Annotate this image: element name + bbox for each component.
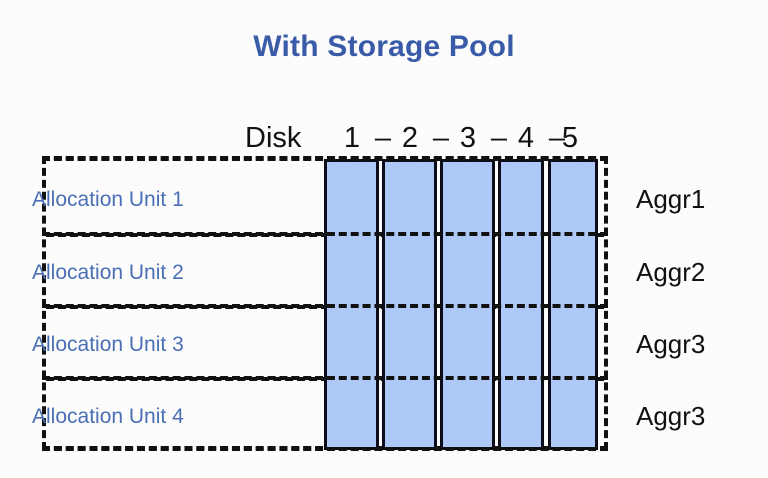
disk-separator-2: –: [432, 122, 450, 154]
aggregate-label-3: Aggr3: [636, 329, 706, 359]
aggregate-label-2: Aggr2: [636, 257, 706, 287]
disk-number-2: 2: [401, 122, 419, 154]
disk-separator-1: –: [374, 122, 392, 154]
disk-header-row: Disk 1 – 2 – 3 – 4 – 5: [0, 122, 768, 158]
disk-number-4: 4: [517, 122, 535, 154]
pool-top-border-overlay: [42, 157, 608, 161]
disk-number-3: 3: [459, 122, 477, 154]
disk-number-5: 5: [561, 122, 579, 154]
disk-separator-3: –: [490, 122, 508, 154]
allocation-unit-label-4: Allocation Unit 4: [32, 405, 184, 428]
pool-bottom-border-overlay: [42, 447, 608, 451]
allocation-unit-label-2: Allocation Unit 2: [32, 261, 184, 284]
allocation-unit-label-1: Allocation Unit 1: [32, 188, 184, 211]
page-title: With Storage Pool: [253, 30, 515, 63]
row-divider-1-2: [42, 232, 608, 236]
aggregate-label-4: Aggr3: [636, 401, 706, 431]
disk-number-1: 1: [343, 122, 361, 154]
disk-header-word: Disk: [245, 122, 302, 154]
row-divider-3-4: [42, 376, 608, 380]
allocation-unit-label-3: Allocation Unit 3: [32, 333, 184, 356]
disk-separator-4: –: [548, 122, 566, 154]
row-divider-2-3: [42, 304, 608, 308]
aggregate-label-1: Aggr1: [636, 184, 706, 214]
